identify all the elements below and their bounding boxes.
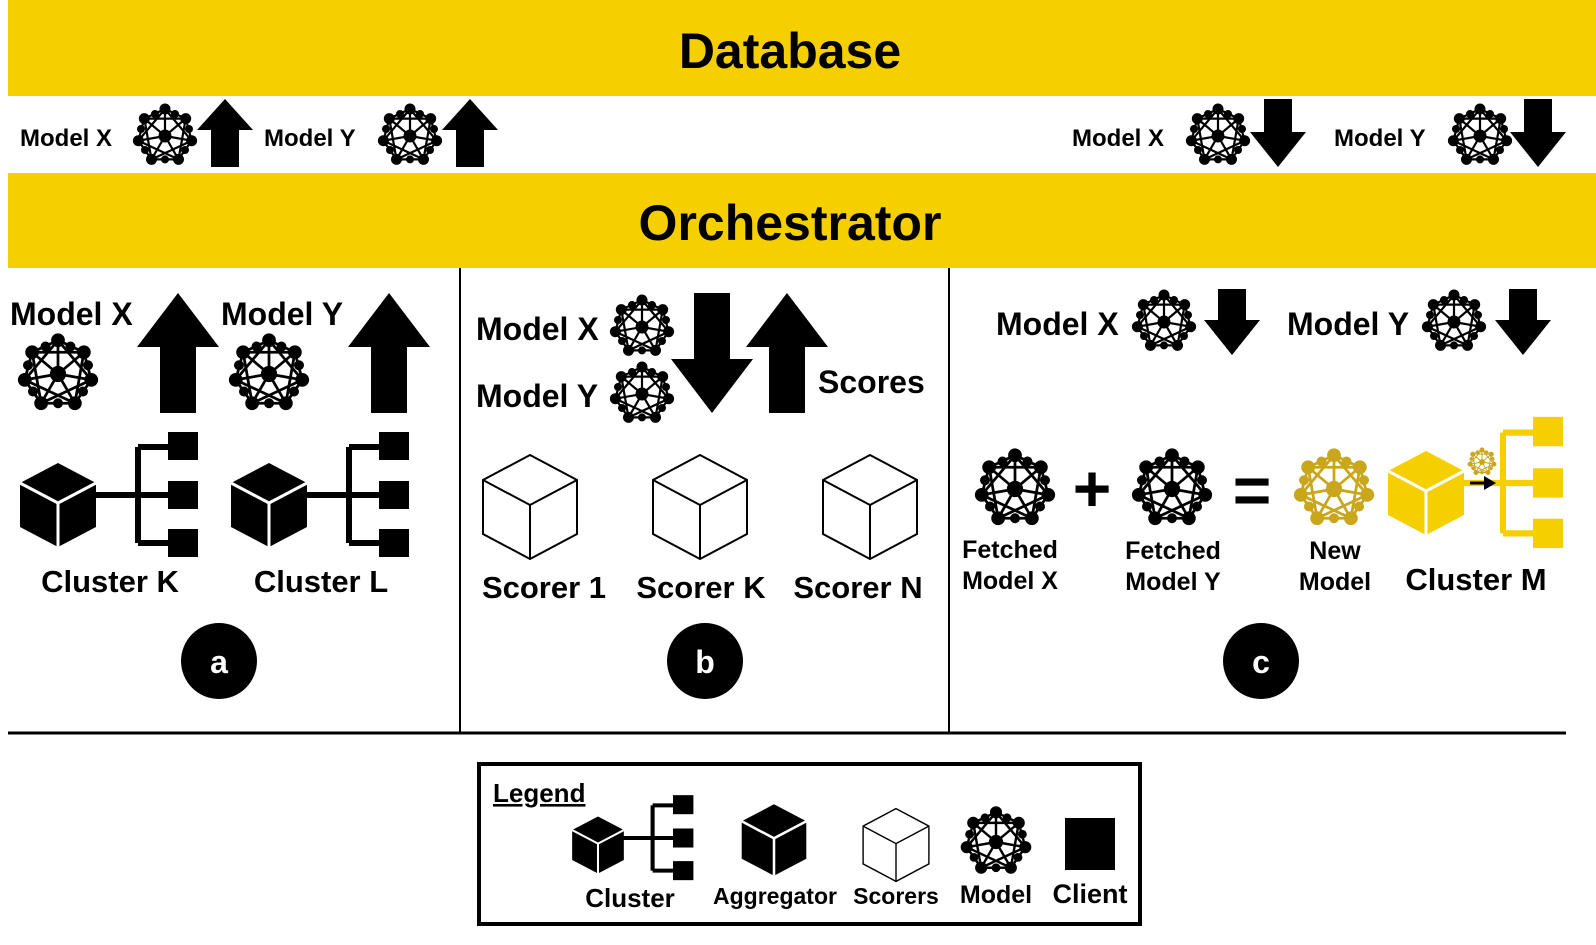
new-model-line2: Model [1299, 568, 1371, 596]
fetched-y-line2: Model Y [1125, 568, 1221, 596]
legend: Legend Cluster Aggregator Scorers Model … [477, 762, 1142, 926]
database-bar [8, 0, 1596, 96]
arrow-up-icon [442, 99, 498, 167]
panel-a-badge-label: a [210, 644, 228, 680]
panel-a-badge [181, 623, 257, 699]
panel-b-model-y-label: Model Y [476, 378, 598, 414]
fetched-x-line1: Fetched [962, 536, 1058, 564]
arrow-up-icon [348, 293, 430, 413]
upload-model-y-label: Model Y [264, 125, 356, 152]
legend-title: Legend [493, 778, 585, 808]
legend-model-label: Model [960, 881, 1032, 909]
model-icon [609, 360, 675, 424]
panel-a: Model X Model Y Cluster K Cluster L a [10, 293, 430, 699]
scorer-n-label: Scorer N [793, 570, 922, 605]
model-icon [1421, 288, 1487, 352]
cluster-l-label: Cluster L [254, 564, 388, 599]
fetched-x-line2: Model X [962, 567, 1058, 595]
client-icon [1065, 818, 1115, 870]
panel-c-badge-label: c [1252, 644, 1270, 680]
panel-b-model-x-label: Model X [476, 311, 599, 347]
legend-scorers-label: Scorers [853, 883, 939, 909]
model-icon [1447, 102, 1513, 166]
download-model-y-label: Model Y [1334, 125, 1426, 152]
arrow-right-icon [1470, 476, 1496, 490]
plus-sign: + [1073, 451, 1112, 525]
model-icon [132, 102, 198, 166]
scorer-k-label: Scorer K [636, 570, 766, 605]
model-icon [17, 332, 99, 411]
upload-model-x-label: Model X [20, 125, 112, 152]
new-model-icon [1293, 447, 1375, 526]
arrow-up-icon [197, 99, 253, 167]
arrow-up-icon [137, 293, 219, 413]
orchestrator-bar [8, 173, 1596, 268]
equals-sign: = [1233, 453, 1272, 527]
legend-client-label: Client [1052, 879, 1127, 909]
model-icon [1131, 288, 1197, 352]
panel-c: Model X Model Y + = Fetched Model X Fetc… [962, 288, 1563, 699]
cluster-icon [18, 432, 198, 557]
panel-b: Model X Model Y Scores Scorer 1 Scorer K… [476, 293, 925, 699]
arrow-down-icon [1495, 289, 1551, 355]
new-model-line1: New [1309, 537, 1361, 565]
arrow-up-icon [746, 293, 828, 413]
arrow-down-icon [1250, 99, 1306, 167]
model-icon [1185, 102, 1251, 166]
arrow-down-icon [671, 293, 753, 413]
scorer-icon [822, 454, 918, 560]
fetched-model-y-icon [1131, 447, 1213, 526]
panel-b-badge-label: b [695, 644, 715, 680]
arrow-down-icon [1204, 289, 1260, 355]
scorer-1-label: Scorer 1 [482, 570, 606, 605]
cluster-icon [229, 432, 409, 557]
orchestrator-label: Orchestrator [639, 195, 942, 251]
model-icon [609, 293, 675, 357]
new-model-icon [1467, 447, 1497, 476]
legend-cluster-label: Cluster [585, 883, 675, 913]
cluster-k-label: Cluster K [41, 564, 179, 599]
download-model-x-label: Model X [1072, 125, 1164, 152]
panel-a-model-y-label: Model Y [221, 296, 343, 332]
panel-c-model-x-label: Model X [996, 306, 1119, 342]
fetched-y-line1: Fetched [1125, 537, 1221, 565]
model-icon [377, 102, 443, 166]
legend-aggregator-label: Aggregator [713, 883, 837, 909]
panel-a-model-x-label: Model X [10, 296, 133, 332]
arrow-down-icon [1510, 99, 1566, 167]
scorer-icon [482, 454, 578, 560]
database-label: Database [679, 23, 901, 79]
cluster-m-label: Cluster M [1405, 562, 1546, 597]
panel-c-badge [1223, 623, 1299, 699]
scores-label: Scores [818, 364, 925, 400]
panel-c-model-y-label: Model Y [1287, 306, 1409, 342]
fetched-model-x-icon [974, 447, 1056, 526]
scorer-icon [652, 454, 748, 560]
panel-b-badge [667, 623, 743, 699]
model-icon [228, 332, 310, 411]
